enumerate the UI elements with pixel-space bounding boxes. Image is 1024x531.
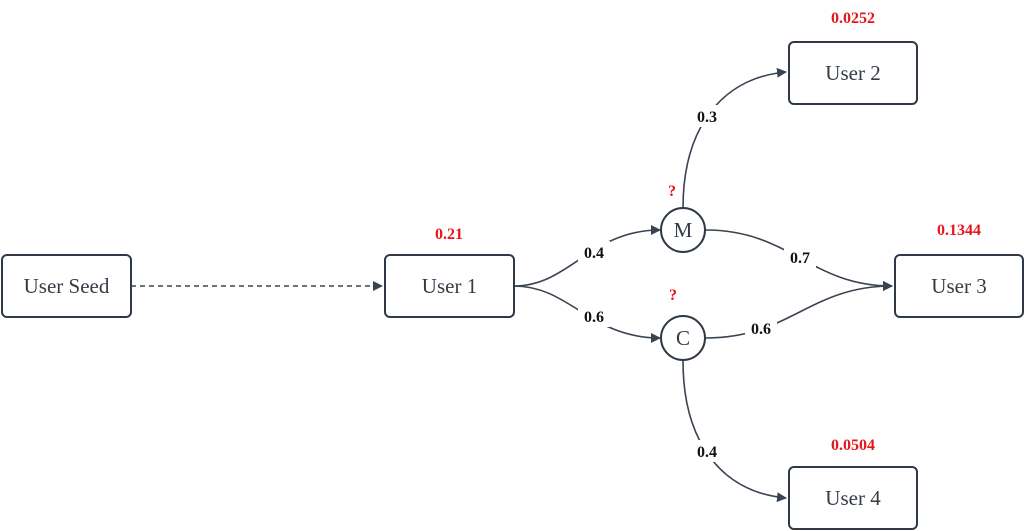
edge-label-m-user3: 0.7: [784, 246, 816, 268]
edge-m-to-user2: [682, 67, 787, 209]
svg-text:0.6: 0.6: [584, 309, 604, 326]
node-user-3[interactable]: User 3: [894, 254, 1024, 318]
svg-text:0.6: 0.6: [751, 321, 771, 338]
node-user-2[interactable]: User 2: [788, 41, 918, 105]
svg-text:User 3: User 3: [931, 274, 986, 298]
svg-text:User Seed: User Seed: [24, 274, 110, 298]
score-user-3: 0.1344: [937, 222, 981, 239]
score-user-1: 0.21: [435, 226, 463, 243]
edge-label-c-user4: 0.4: [691, 440, 723, 462]
edge-label-user1-c: 0.6: [578, 305, 610, 327]
edge-label-m-user2: 0.3: [691, 105, 723, 127]
node-user-1[interactable]: User 1: [384, 254, 515, 318]
svg-text:User 2: User 2: [825, 61, 880, 85]
edge-c-to-user3: [705, 281, 893, 339]
node-user-seed[interactable]: User Seed: [1, 254, 132, 318]
svg-text:C: C: [676, 326, 690, 350]
svg-text:0.7: 0.7: [790, 250, 810, 267]
edge-c-to-user4: [682, 360, 787, 503]
node-user-4[interactable]: User 4: [788, 466, 918, 530]
svg-text:0.4: 0.4: [584, 245, 604, 262]
edge-label-c-user3: 0.6: [745, 317, 777, 339]
score-m: ?: [668, 183, 676, 200]
svg-text:User 4: User 4: [825, 486, 881, 510]
svg-text:0.3: 0.3: [697, 109, 717, 126]
node-m[interactable]: M: [660, 207, 706, 253]
svg-text:M: M: [674, 218, 693, 242]
score-user-2: 0.0252: [831, 10, 875, 27]
score-c: ?: [669, 287, 677, 304]
svg-text:User 1: User 1: [422, 274, 477, 298]
svg-text:0.4: 0.4: [697, 444, 717, 461]
edge-label-user1-m: 0.4: [578, 241, 610, 263]
score-user-4: 0.0504: [831, 437, 875, 454]
node-c[interactable]: C: [660, 315, 706, 361]
